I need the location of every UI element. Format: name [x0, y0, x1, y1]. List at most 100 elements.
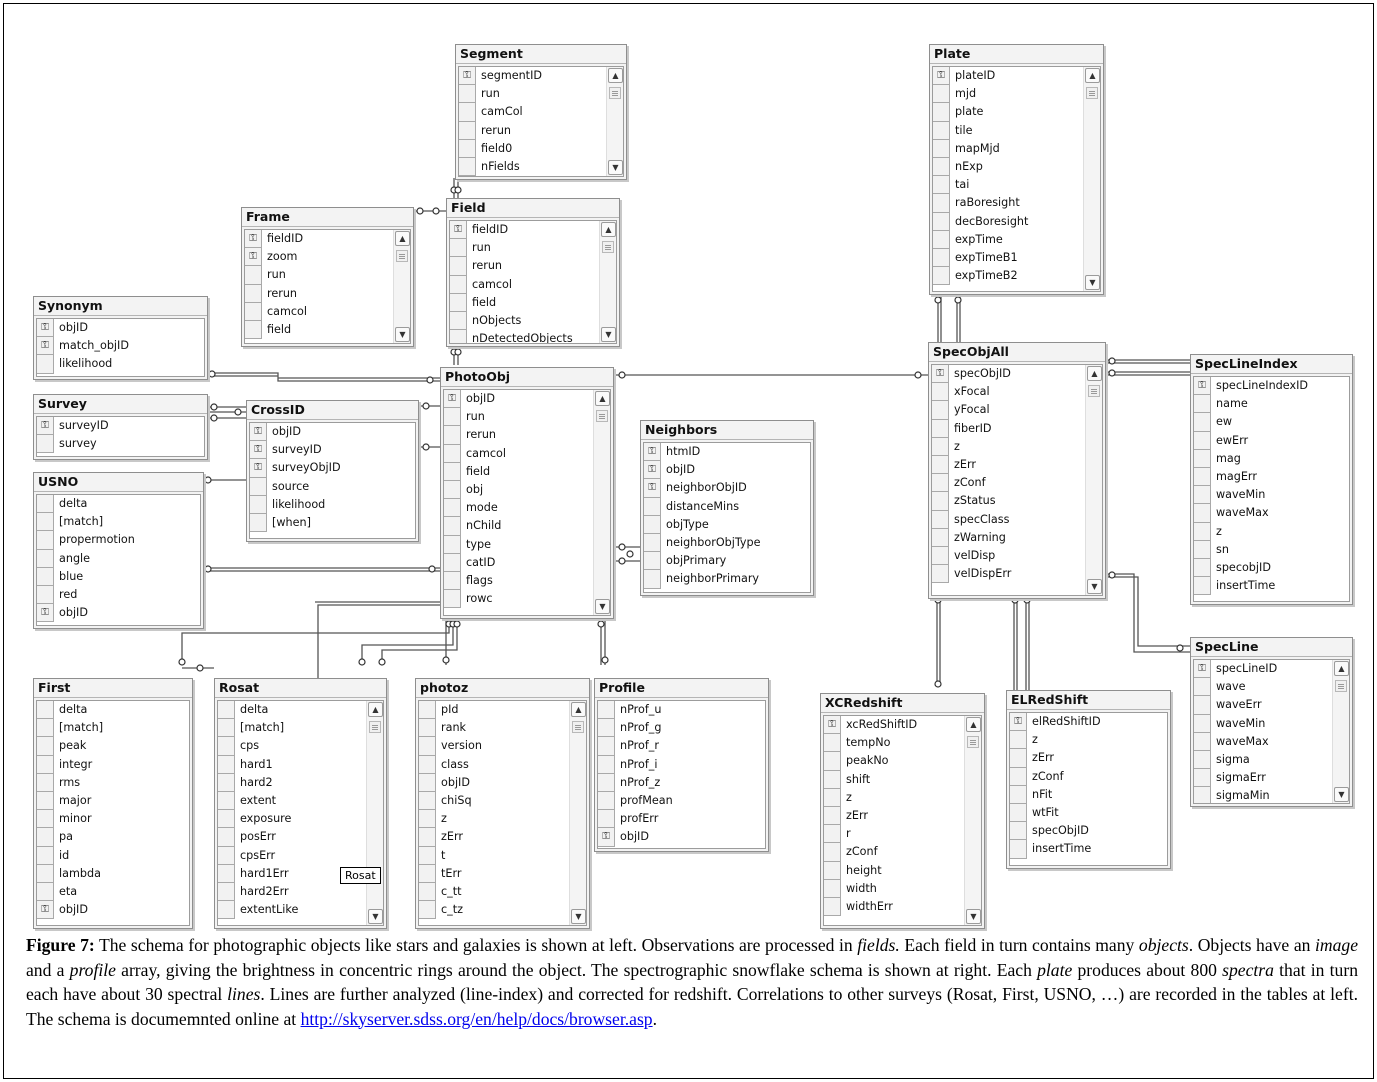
column-row[interactable]: profMean: [598, 791, 765, 811]
column-row[interactable]: peakNo: [824, 752, 981, 771]
column-row[interactable]: objID: [419, 773, 586, 792]
column-row[interactable]: survey: [37, 435, 204, 454]
column-row[interactable]: field: [245, 320, 410, 340]
column-row[interactable]: camCol: [459, 103, 623, 122]
column-row[interactable]: t: [419, 846, 586, 865]
scroll-thumb[interactable]: [596, 410, 608, 422]
column-row[interactable]: ⚿specObjID: [932, 365, 1102, 384]
column-row[interactable]: z: [419, 810, 586, 829]
column-row[interactable]: waveMin: [1194, 714, 1349, 733]
column-row[interactable]: waveMin: [1194, 486, 1349, 505]
table-title[interactable]: SpecObjAll: [929, 343, 1105, 362]
column-row[interactable]: velDisp: [932, 546, 1102, 566]
column-row[interactable]: mag: [1194, 449, 1349, 468]
column-row[interactable]: pa: [37, 828, 189, 847]
column-row[interactable]: mapMjd: [933, 139, 1100, 158]
column-row[interactable]: run: [444, 408, 610, 427]
column-row[interactable]: zErr: [1010, 749, 1167, 768]
scrollbar[interactable]: ▲▼: [366, 701, 383, 925]
column-row[interactable]: sigmaErr: [1194, 769, 1349, 788]
column-row[interactable]: delta: [218, 701, 383, 720]
column-row[interactable]: ⚿objID: [444, 390, 610, 409]
scrollbar[interactable]: ▲▼: [1083, 67, 1100, 291]
column-row[interactable]: nObjects: [450, 311, 616, 331]
column-row[interactable]: nFit: [1010, 785, 1167, 804]
column-row[interactable]: exposure: [218, 810, 383, 829]
column-row[interactable]: name: [1194, 395, 1349, 414]
column-row[interactable]: hard2Err: [218, 882, 383, 902]
table-title[interactable]: Field: [447, 199, 619, 218]
column-row[interactable]: tai: [933, 176, 1100, 195]
scrollbar[interactable]: ▲▼: [1332, 660, 1349, 803]
table-title[interactable]: SpecLine: [1191, 638, 1352, 657]
column-row[interactable]: camcol: [450, 275, 616, 294]
column-row[interactable]: velDispErr: [932, 565, 1102, 584]
column-row[interactable]: ⚿match_objID: [37, 337, 204, 356]
column-row[interactable]: insertTime: [1010, 840, 1167, 859]
column-row[interactable]: zErr: [419, 828, 586, 847]
column-row[interactable]: ⚿surveyID: [37, 417, 204, 436]
table-title[interactable]: Segment: [456, 45, 626, 64]
column-row[interactable]: specobjID: [1194, 558, 1349, 578]
column-row[interactable]: peak: [37, 737, 189, 756]
column-row[interactable]: neighborPrimary: [644, 570, 810, 589]
column-row[interactable]: hard1: [218, 755, 383, 774]
column-row[interactable]: tempNo: [824, 734, 981, 753]
scroll-down-icon[interactable]: ▼: [595, 599, 610, 614]
column-row[interactable]: nFields: [459, 157, 623, 176]
column-row[interactable]: z: [932, 437, 1102, 456]
scroll-down-icon[interactable]: ▼: [1085, 275, 1100, 290]
scroll-up-icon[interactable]: ▲: [1085, 68, 1100, 83]
column-row[interactable]: profErr: [598, 810, 765, 829]
column-row[interactable]: ⚿objID: [37, 319, 204, 338]
column-row[interactable]: red: [37, 585, 200, 605]
column-row[interactable]: chiSq: [419, 791, 586, 811]
column-row[interactable]: tErr: [419, 864, 586, 883]
scroll-thumb[interactable]: [967, 736, 979, 748]
column-row[interactable]: mjd: [933, 85, 1100, 104]
column-row[interactable]: width: [824, 879, 981, 898]
scrollbar[interactable]: ▲▼: [606, 67, 623, 176]
column-row[interactable]: height: [824, 861, 981, 880]
scroll-down-icon[interactable]: ▼: [608, 160, 623, 175]
scroll-thumb[interactable]: [369, 721, 381, 733]
column-row[interactable]: nChild: [444, 517, 610, 536]
table-title[interactable]: PhotoObj: [441, 368, 613, 387]
column-row[interactable]: nProf_g: [598, 719, 765, 738]
table-title[interactable]: ELRedShift: [1007, 691, 1170, 710]
column-row[interactable]: widthErr: [824, 897, 981, 917]
column-row[interactable]: z: [1010, 731, 1167, 750]
column-row[interactable]: [match]: [218, 719, 383, 738]
table-title[interactable]: Profile: [595, 679, 768, 698]
column-row[interactable]: ⚿objID: [250, 423, 415, 442]
column-row[interactable]: wave: [1194, 678, 1349, 697]
column-row[interactable]: rank: [419, 719, 586, 738]
scroll-up-icon[interactable]: ▲: [608, 68, 623, 83]
column-row[interactable]: field: [450, 293, 616, 312]
column-row[interactable]: z: [824, 788, 981, 807]
scroll-down-icon[interactable]: ▼: [395, 327, 410, 342]
column-row[interactable]: integr: [37, 755, 189, 774]
column-row[interactable]: posErr: [218, 828, 383, 847]
column-row[interactable]: ⚿fieldID: [245, 230, 410, 249]
column-row[interactable]: shift: [824, 770, 981, 789]
column-row[interactable]: propermotion: [37, 531, 200, 550]
column-row[interactable]: ⚿fieldID: [450, 221, 616, 240]
table-title[interactable]: Neighbors: [641, 421, 813, 440]
scroll-down-icon[interactable]: ▼: [571, 909, 586, 924]
column-row[interactable]: [when]: [250, 513, 415, 533]
scrollbar[interactable]: ▲▼: [599, 221, 616, 343]
column-row[interactable]: catID: [444, 553, 610, 572]
column-row[interactable]: nProf_u: [598, 701, 765, 720]
